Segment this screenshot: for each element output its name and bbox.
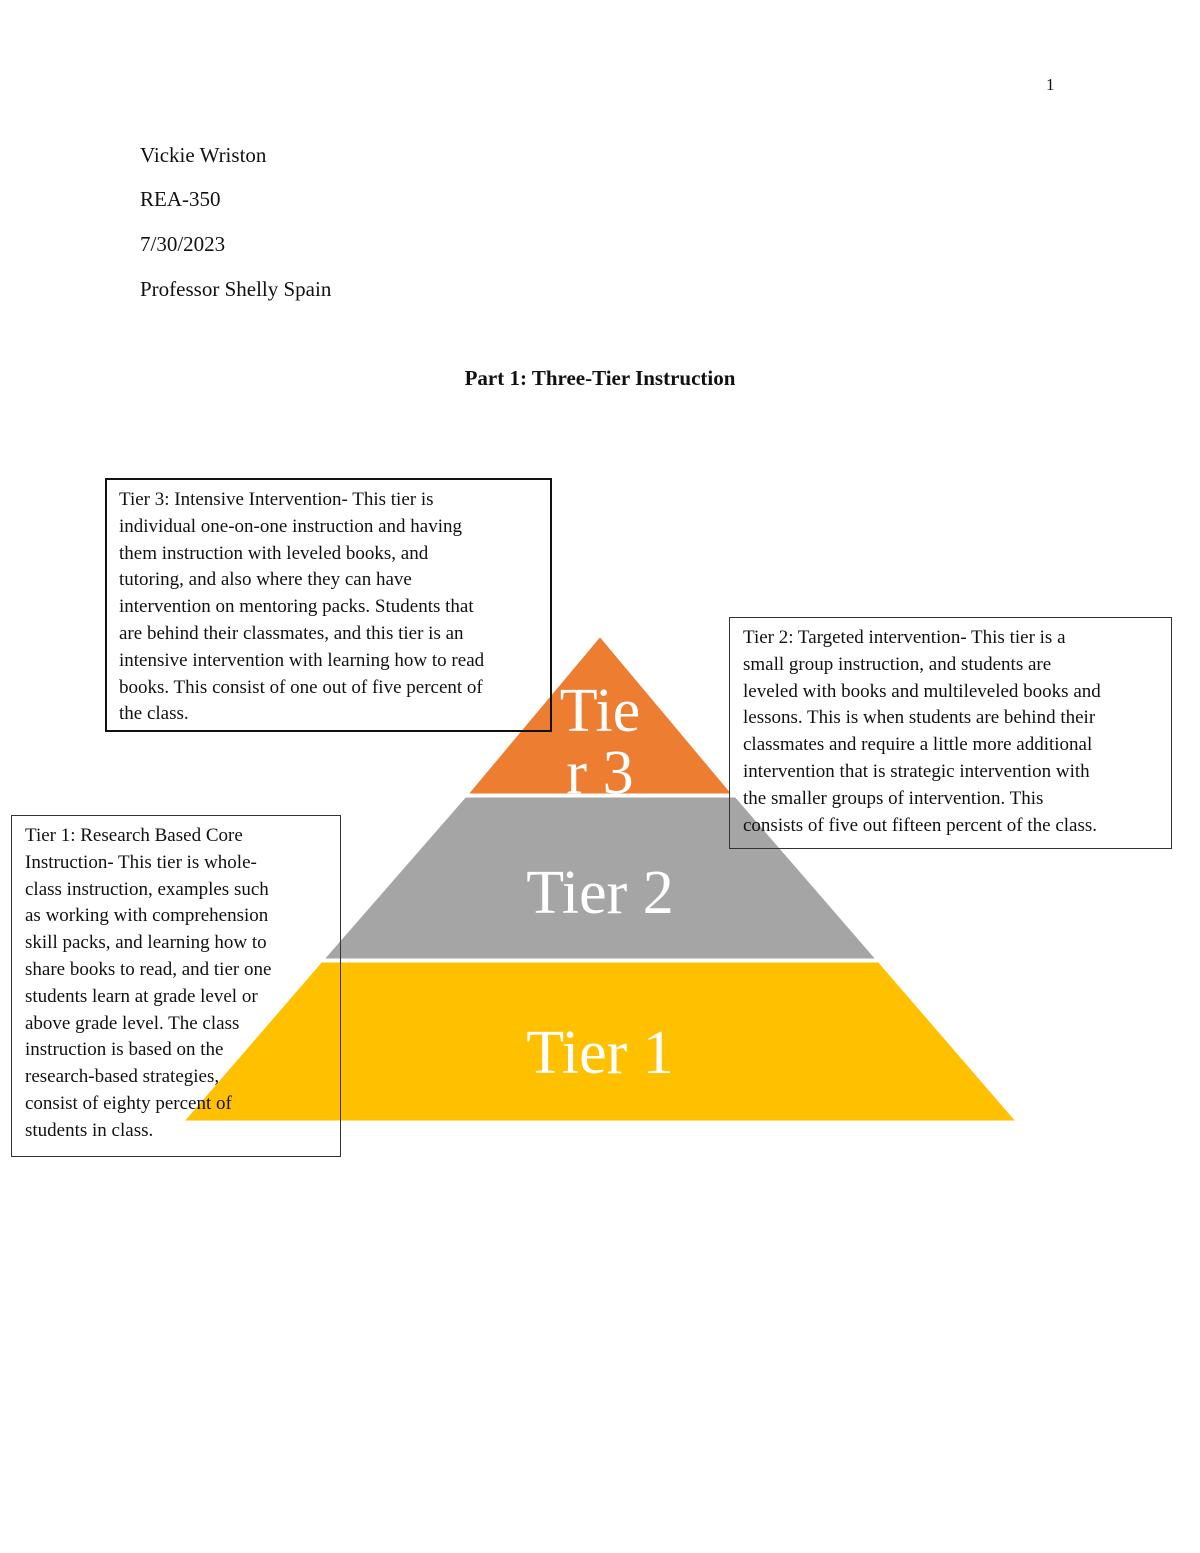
text-line: Tier 1: Research Based Core — [25, 825, 243, 846]
text-line: Instruction- This tier is whole- — [25, 851, 257, 873]
date: 7/30/2023 — [140, 232, 226, 256]
pyramid-tier-1 — [178, 959, 1022, 1124]
text-line: Tier 3: Intensive Intervention- This tie… — [119, 489, 434, 510]
text-line: intensive intervention with learning how… — [119, 649, 485, 671]
tier-3-label: Tier 3 — [559, 677, 641, 807]
text-line: instruction is based on the — [25, 1039, 224, 1061]
text-line: class instruction, examples such — [25, 878, 269, 900]
text-line: research-based strategies, — [25, 1066, 220, 1088]
tier-2-label: Tier 2 — [526, 859, 674, 927]
text-line: skill packs, and learning how to — [25, 932, 267, 954]
text-line: individual one-on-one instruction and ha… — [119, 515, 462, 537]
text-line: tutoring, and also where they can have — [119, 569, 412, 591]
text-line: lessons. This is when students are behin… — [743, 707, 1096, 729]
text-line: classmates and require a little more add… — [743, 734, 1093, 756]
tier-1-label: Tier 1 — [526, 1019, 674, 1087]
tier-2-description-box: Tier 2: Targeted intervention- This tier… — [729, 617, 1172, 849]
text-line: them instruction with leveled books, and — [119, 542, 429, 564]
text-line: consists of five out fifteen percent of … — [743, 814, 1098, 836]
text-line: small group instruction, and students ar… — [743, 653, 1052, 675]
tier-1-description-box: Tier 1: Research Based Core Instruction-… — [11, 815, 341, 1157]
tier-3-description-box: Tier 3: Intensive Intervention- This tie… — [105, 478, 552, 732]
course-code: REA-350 — [140, 187, 221, 211]
text-line: consist of eighty percent of — [25, 1092, 232, 1114]
text-line: books. This consist of one out of five p… — [119, 676, 483, 698]
text-line: students in class. — [25, 1119, 154, 1141]
author-name: Vickie Wriston — [140, 143, 267, 167]
text-line: share books to read, and tier one — [25, 958, 272, 980]
text-line: the smaller groups of intervention. This — [743, 787, 1044, 809]
text-line: intervention on mentoring packs. Student… — [119, 596, 474, 618]
text-line: intervention that is strategic intervent… — [743, 760, 1090, 782]
professor-name: Professor Shelly Spain — [140, 277, 332, 301]
text-line: are behind their classmates, and this ti… — [119, 622, 464, 644]
page-title: Part 1: Three-Tier Instruction — [464, 366, 736, 390]
text-line: above grade level. The class — [25, 1012, 240, 1034]
text-line: students learn at grade level or — [25, 985, 258, 1007]
text-line: as working with comprehension — [25, 905, 269, 927]
page-number: 1 — [1046, 75, 1055, 94]
text-line: the class. — [119, 703, 189, 725]
text-line: leveled with books and multileveled book… — [743, 680, 1101, 702]
text-line: Tier 2: Targeted intervention- This tier… — [743, 627, 1066, 648]
